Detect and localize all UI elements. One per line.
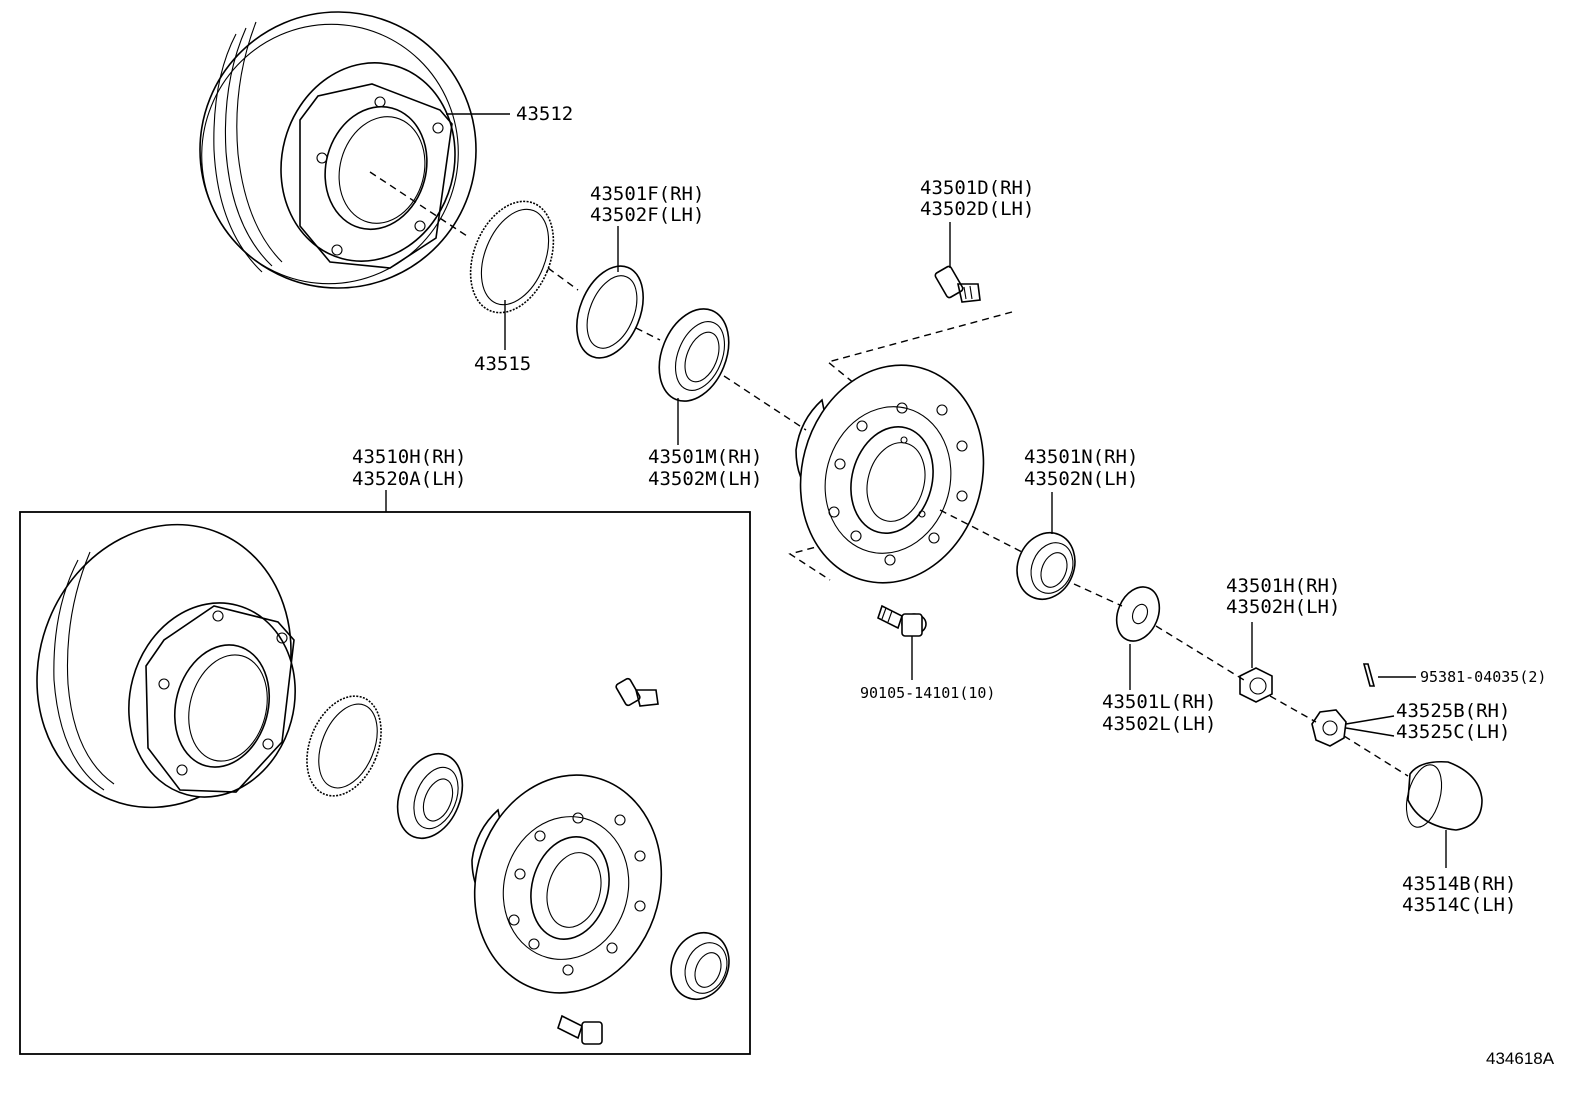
oil-seal-part[interactable]: 43501F(RH) 43502F(LH) (564, 183, 704, 368)
hub-assembly-box (19, 511, 751, 1055)
hub-bolt-label-rh: 43501D(RH) (920, 177, 1034, 199)
hub-nut-part[interactable]: 43501H(RH) 43502H(LH) (1226, 575, 1340, 703)
lock-cap-label-lh: 43525C(LH) (1396, 721, 1510, 743)
washer-label-lh: 43502L(LH) (1102, 713, 1216, 735)
hub-assy-label-rh: 43510H(RH) (352, 446, 466, 468)
outer-bearing-label-lh: 43502M(LH) (648, 468, 762, 490)
oil-seal-label-rh: 43501F(RH) (590, 183, 704, 205)
inner-bearing-part[interactable]: 43501N(RH) 43502N(LH) (1007, 446, 1138, 608)
cotter-pin-part[interactable]: 95381-04035(2) (1362, 663, 1546, 687)
hub-assembly-kit[interactable]: 43510H(RH) 43520A(LH) (0, 446, 751, 1055)
outer-bearing-part[interactable]: 43501M(RH) 43502M(LH) (646, 299, 762, 490)
inner-bearing-label-rh: 43501N(RH) (1024, 446, 1138, 468)
abs-rotor-part[interactable]: 43515 (455, 189, 569, 375)
flange-bolt-part[interactable]: 90105-14101(10) (860, 604, 995, 702)
disc-rotor-label: 43512 (516, 103, 573, 125)
disc-rotor-part[interactable]: 43512 (158, 0, 573, 330)
outer-bearing-label-rh: 43501M(RH) (648, 446, 762, 468)
illustration-ref-number: 434618A (1486, 1049, 1555, 1068)
hub-bolt-part[interactable]: 43501D(RH) 43502D(LH) (920, 177, 1034, 303)
cotter-pin-label: 95381-04035(2) (1420, 668, 1546, 686)
abs-rotor-label: 43515 (474, 353, 531, 375)
lock-cap-part[interactable]: 43525B(RH) 43525C(LH) (1311, 700, 1510, 747)
washer-label-rh: 43501L(RH) (1102, 691, 1216, 713)
inner-bearing-label-lh: 43502N(LH) (1024, 468, 1138, 490)
grease-cap-label-lh: 43514C(LH) (1402, 894, 1516, 916)
hub-nut-label-rh: 43501H(RH) (1226, 575, 1340, 597)
hub-assy-label-lh: 43520A(LH) (352, 468, 466, 490)
oil-seal-label-lh: 43502F(LH) (590, 204, 704, 226)
flange-bolt-label: 90105-14101(10) (860, 684, 995, 702)
grease-cap-label-rh: 43514B(RH) (1402, 873, 1516, 895)
lock-cap-label-rh: 43525B(RH) (1396, 700, 1510, 722)
washer-part[interactable]: 43501L(RH) 43502L(LH) (1102, 581, 1216, 735)
hub-bolt-label-lh: 43502D(LH) (920, 198, 1034, 220)
grease-cap-part[interactable]: 43514B(RH) 43514C(LH) (1400, 760, 1516, 916)
hub-nut-label-lh: 43502H(LH) (1226, 596, 1340, 618)
axle-hub-part[interactable] (777, 344, 1008, 603)
